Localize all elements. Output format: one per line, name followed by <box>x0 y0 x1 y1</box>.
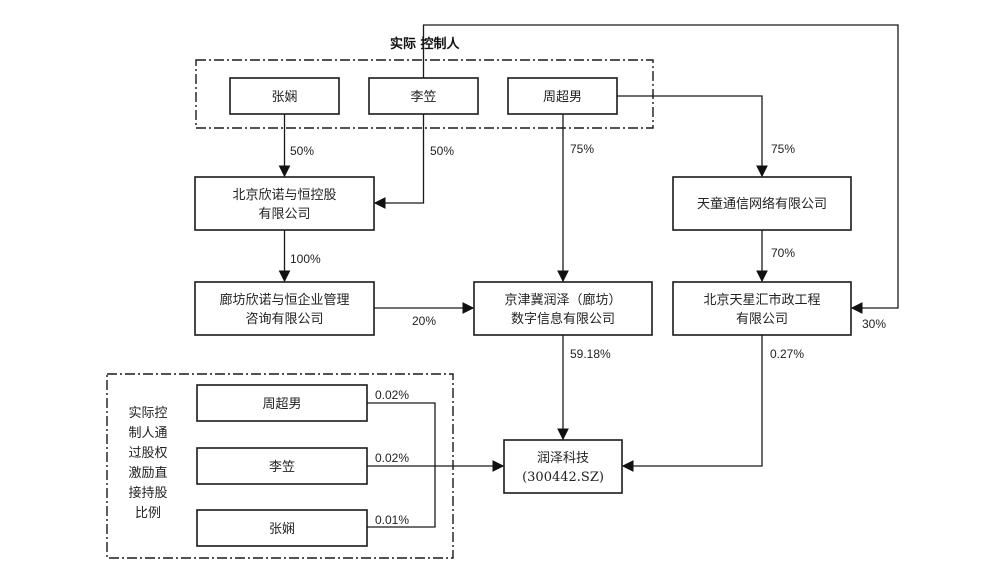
entity-tianxinghui-line2: 有限公司 <box>736 312 788 327</box>
person-zhou-label: 周超男 <box>543 90 582 105</box>
controller-group-title: 实际 控制人 <box>390 36 461 52</box>
person-li: 李笠 <box>368 77 479 115</box>
person-zhou: 周超男 <box>507 77 618 115</box>
controller-group-frame <box>195 59 654 129</box>
incentive-label: 实际控 制人通 过股权 激励直 接持股 比例 <box>128 406 167 521</box>
edge-holding-to-langfang-label: 100% <box>290 252 321 266</box>
edge-langfang-to-jingjinji-label: 20% <box>412 314 436 328</box>
incentive-holder-pct: 0.02% <box>375 451 409 465</box>
entity-xinnuo-holding-line1: 北京欣诺与恒控股 <box>232 188 336 203</box>
incentive-label-line: 接持股 <box>128 485 167 501</box>
entity-xinnuo-holding-line2: 有限公司 <box>258 207 310 222</box>
edge-zhou-to-tiantong-label: 75% <box>771 142 795 156</box>
entity-tianxinghui-line1: 北京天星汇市政工程 <box>703 292 820 308</box>
edge-jingjinji-to-runze-label: 59.18% <box>570 347 611 361</box>
entity-jingjinji-line2: 数字信息有限公司 <box>511 311 615 327</box>
incentive-holder-li: 李笠 0.02% <box>196 447 409 485</box>
edge-li-to-tianxinghui <box>422 24 899 314</box>
edge-tianxinghui-to-runze <box>621 335 763 472</box>
person-zhang: 张娴 <box>229 77 340 115</box>
person-zhang-label: 张娴 <box>271 90 297 105</box>
incentive-label-line: 制人通 <box>128 426 167 441</box>
incentive-label-line: 实际控 <box>128 406 167 421</box>
incentive-bracket <box>367 402 436 528</box>
edge-li-to-tianxinghui-label: 30% <box>862 317 886 331</box>
incentive-holder-name: 周超男 <box>262 397 301 412</box>
entity-xinnuo-holding: 北京欣诺与恒控股 有限公司 <box>194 176 375 231</box>
entity-tiantong: 天童通信网络有限公司 <box>672 176 852 231</box>
entity-runze-line1: 润泽科技 <box>537 451 589 466</box>
incentive-holder-name: 张娴 <box>269 522 295 537</box>
entity-langfang-xinnuo: 廊坊欣诺与恒企业管理 咨询有限公司 <box>194 281 375 336</box>
entity-tianxinghui: 北京天星汇市政工程 有限公司 <box>672 281 852 336</box>
edge-zhang-to-holding-label: 50% <box>290 144 314 158</box>
edge-li-to-holding <box>373 114 425 209</box>
person-li-label: 李笠 <box>410 90 436 105</box>
entity-langfang-xinnuo-line1: 廊坊欣诺与恒企业管理 <box>219 292 349 308</box>
edge-tianxinghui-to-runze-label: 0.27% <box>770 347 804 361</box>
edge-li-to-holding-label: 50% <box>430 144 454 158</box>
entity-runze: 润泽科技 (300442.SZ) <box>503 439 623 494</box>
incentive-label-line: 激励直 <box>128 466 167 481</box>
entity-runze-line2: (300442.SZ) <box>522 470 604 485</box>
edge-tiantong-to-tianxinghui-label: 70% <box>771 246 795 260</box>
incentive-label-line: 比例 <box>135 506 161 521</box>
incentive-holder-pct: 0.02% <box>375 388 409 402</box>
entity-langfang-xinnuo-line2: 咨询有限公司 <box>245 312 323 327</box>
incentive-holder-name: 李笠 <box>269 460 295 475</box>
entity-tiantong-line1: 天童通信网络有限公司 <box>697 196 827 212</box>
incentive-label-line: 过股权 <box>128 445 167 461</box>
edge-zhou-to-tiantong <box>617 95 768 178</box>
entity-jingjinji: 京津冀润泽（廊坊） 数字信息有限公司 <box>473 281 653 336</box>
edge-zhou-to-jingjinji-label: 75% <box>570 142 594 156</box>
entity-jingjinji-line1: 京津冀润泽（廊坊） <box>504 292 621 308</box>
incentive-holder-zhang: 张娴 0.01% <box>196 509 409 547</box>
incentive-holder-zhou: 周超男 0.02% <box>196 384 409 422</box>
incentive-holder-pct: 0.01% <box>375 513 409 527</box>
